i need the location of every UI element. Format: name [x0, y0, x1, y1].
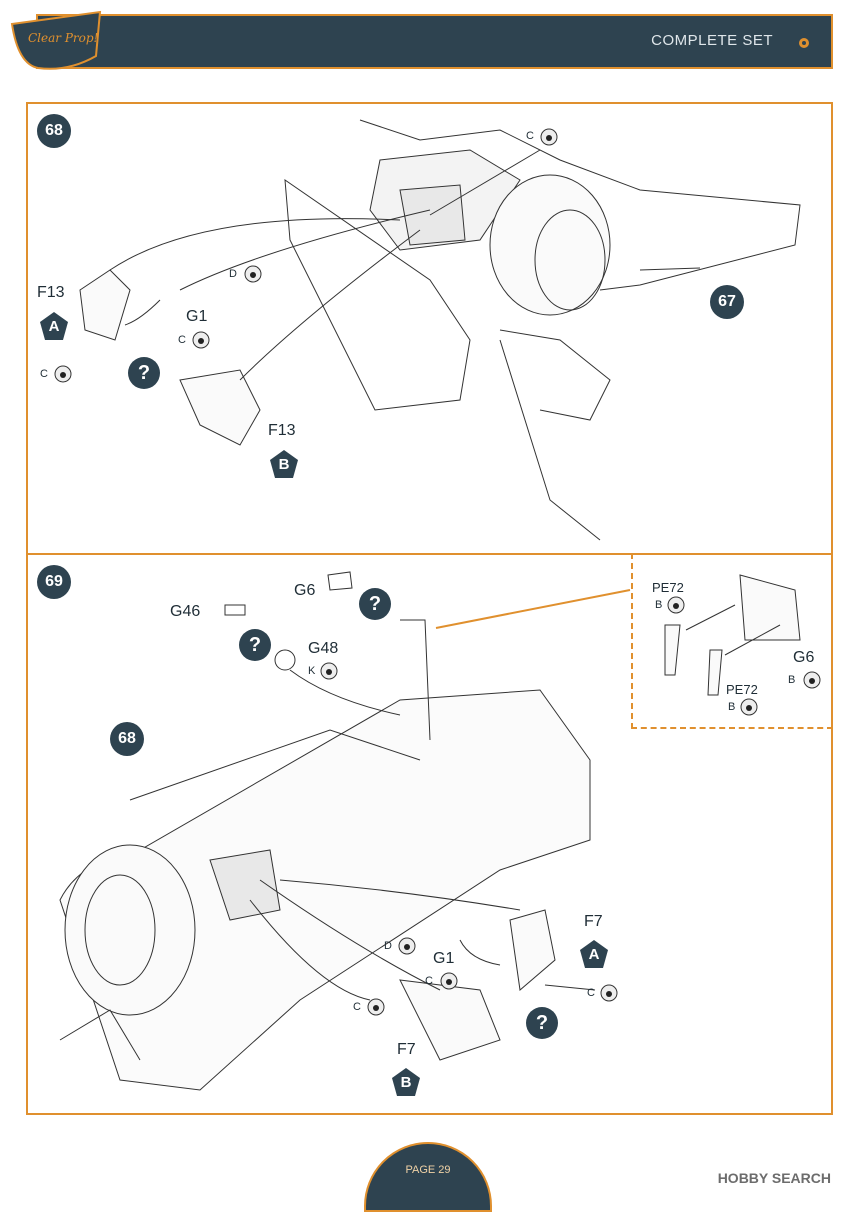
paint-code: C	[526, 130, 534, 142]
paint-drop-icon	[244, 265, 262, 283]
inset-paint-code-g6: B	[788, 674, 796, 686]
gear-icon	[799, 38, 809, 48]
variant-badge-a: A	[578, 938, 610, 970]
part-label-f7-b: F7	[397, 1041, 416, 1058]
step-divider	[26, 553, 833, 555]
inset-part-label-pe72: PE72	[652, 580, 684, 595]
step-number-68: 68	[37, 114, 71, 148]
paint-code: D	[229, 268, 237, 280]
paint-code-g1-step69: C	[425, 975, 433, 987]
paint-drop-icon	[440, 972, 458, 990]
variant-label-b: B	[278, 456, 290, 473]
inset-part-label-pe72: PE72	[726, 682, 758, 697]
watermark: HOBBY SEARCH	[717, 1170, 831, 1186]
variant-badge-b: B	[390, 1066, 422, 1098]
part-label-g46: G46	[170, 603, 201, 620]
paint-code: C	[587, 987, 595, 999]
paint-code-g1: C	[178, 334, 186, 346]
svg-text:Clear Prop!: Clear Prop!	[28, 31, 99, 45]
paint-code: D	[384, 940, 392, 952]
paint-drop-icon	[667, 596, 685, 614]
question-mark-icon: ?	[526, 1007, 558, 1039]
paint-code: C	[40, 368, 48, 380]
part-label-f7-a: F7	[584, 913, 603, 930]
paint-drop-icon	[320, 662, 338, 680]
inset-paint-code-pe72: B	[728, 701, 736, 713]
variant-label-b: B	[400, 1074, 412, 1091]
inset-paint-code-pe72: B	[655, 599, 663, 611]
paint-drop-icon	[600, 984, 618, 1002]
paint-drop-icon	[803, 671, 821, 689]
variant-label-a: A	[588, 946, 600, 963]
header-bar: COMPLETE SET	[36, 14, 833, 69]
detail-inset	[631, 553, 833, 729]
part-label-f13-b: F13	[268, 422, 296, 439]
paint-code: C	[353, 1001, 361, 1013]
paint-drop-icon	[540, 128, 558, 146]
reference-step-68: 68	[110, 722, 144, 756]
step-number-69: 69	[37, 565, 71, 599]
variant-badge-a: A	[38, 310, 70, 342]
variant-badge-b: B	[268, 448, 300, 480]
part-label-g6: G6	[294, 582, 316, 599]
instruction-frame	[26, 102, 833, 1115]
part-label-f13-a: F13	[37, 284, 65, 301]
header-title: COMPLETE SET	[651, 32, 773, 49]
part-label-g1: G1	[186, 308, 208, 325]
variant-label-a: A	[48, 318, 60, 335]
page-number: PAGE 29	[405, 1164, 451, 1176]
paint-drop-icon	[740, 698, 758, 716]
inset-part-label-g6: G6	[793, 649, 815, 666]
part-label-g1-step69: G1	[433, 950, 455, 967]
paint-drop-icon	[192, 331, 210, 349]
question-mark-icon: ?	[359, 588, 391, 620]
paint-drop-icon	[54, 365, 72, 383]
question-mark-icon: ?	[239, 629, 271, 661]
reference-step-67: 67	[710, 285, 744, 319]
brand-logo: Clear Prop!	[10, 10, 102, 70]
question-mark-icon: ?	[128, 357, 160, 389]
paint-code-g48: K	[308, 665, 316, 677]
paint-drop-icon	[398, 937, 416, 955]
part-label-g48: G48	[308, 640, 339, 657]
paint-drop-icon	[367, 998, 385, 1016]
